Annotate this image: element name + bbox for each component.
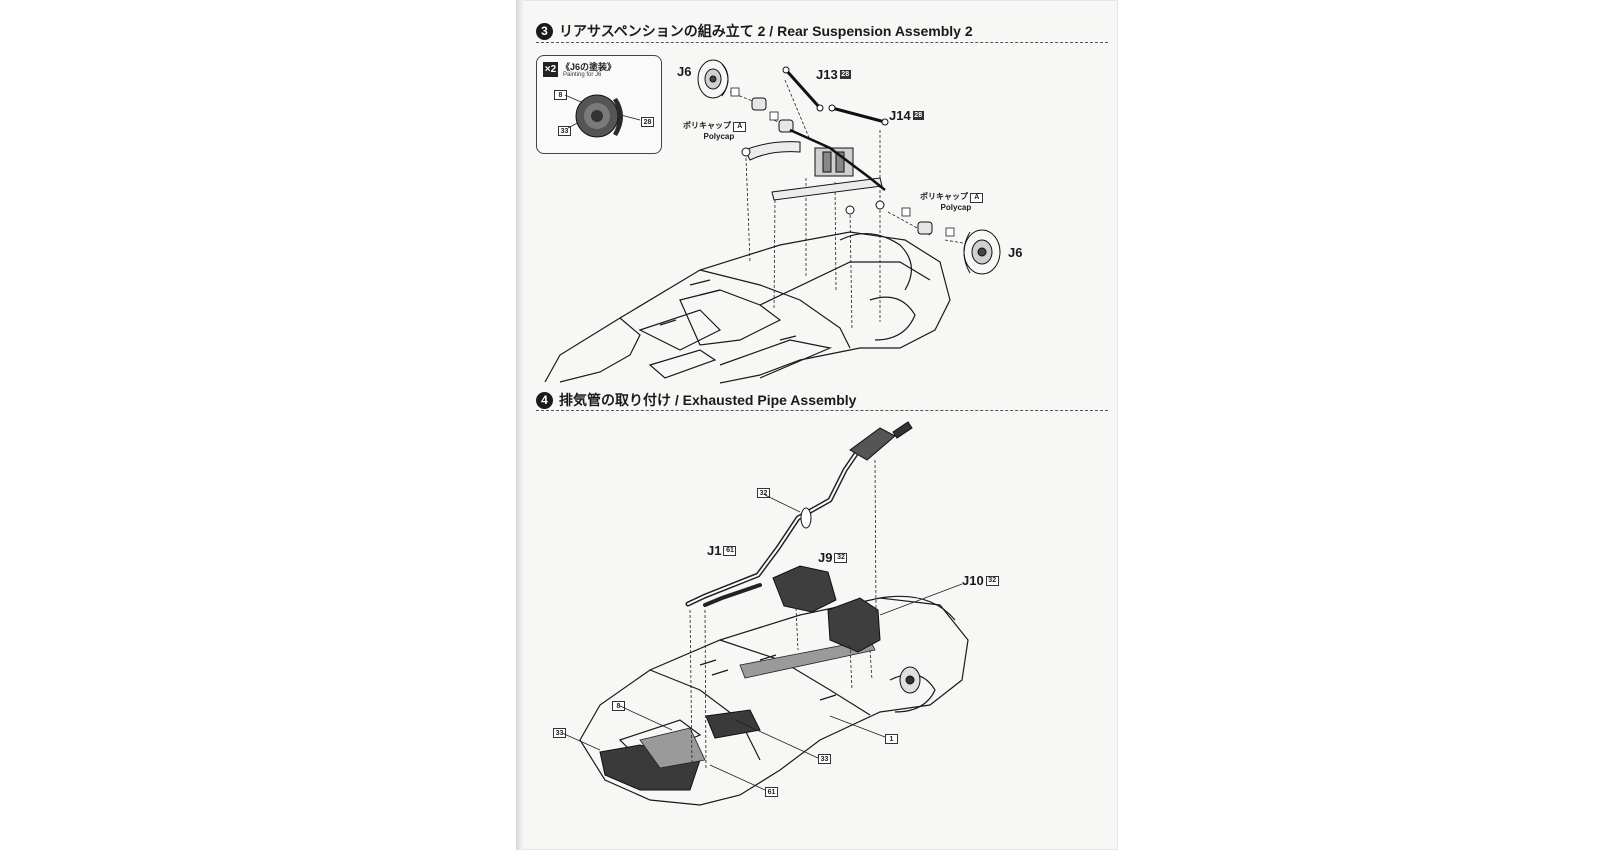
- color-callout-61: 61: [765, 787, 778, 797]
- inset-title: 《J6の塗装》: [561, 62, 617, 72]
- color-code-8: 8: [554, 90, 567, 100]
- color-callout-33-left: 33: [553, 728, 566, 738]
- color-code-33: 33: [558, 126, 571, 136]
- color-callout-33-right: 33: [818, 754, 831, 764]
- color-code-28: 28: [641, 117, 654, 127]
- step3-header: 3 リアサスペンションの組み立て 2 / Rear Suspension Ass…: [536, 20, 973, 42]
- color-callout-1: 1: [885, 734, 898, 744]
- part-label-j6-right: J6: [1008, 245, 1023, 260]
- step4-divider: [536, 410, 1108, 411]
- pipe-color-code: 32: [757, 488, 770, 498]
- part-label-j6-top: J6: [677, 64, 692, 79]
- polycap-label-left: ポリキャップ A Polycap: [683, 121, 747, 141]
- step4-header: 4 排気管の取り付け / Exhausted Pipe Assembly: [536, 389, 856, 411]
- step4-number: 4: [536, 391, 553, 409]
- step3-number: 3: [536, 22, 553, 40]
- step3-title: リアサスペンションの組み立て 2 / Rear Suspension Assem…: [559, 23, 973, 39]
- j6-painting-inset: ×2 《J6の塗装》 Painting for J6 8 33 28: [536, 55, 662, 154]
- step4-title: 排気管の取り付け / Exhausted Pipe Assembly: [559, 392, 857, 408]
- inset-subtitle: Painting for J6: [563, 72, 602, 78]
- wheel-hub-drawing: [564, 94, 641, 138]
- polycap-label-right: ポリキャップ A Polycap: [920, 192, 984, 212]
- color-callout-8: 8: [612, 701, 625, 711]
- step3-divider: [536, 42, 1108, 43]
- page-fold-shadow: [516, 0, 524, 850]
- quantity-badge: ×2: [543, 62, 558, 77]
